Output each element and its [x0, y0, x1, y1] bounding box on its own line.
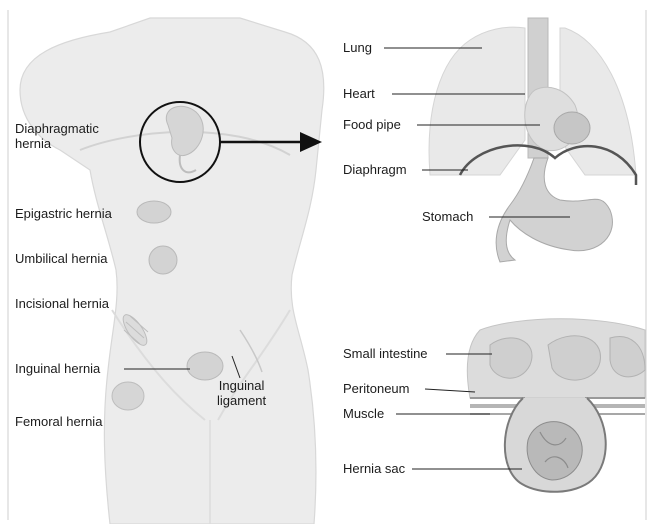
label-epigastric-hernia: Epigastric hernia — [15, 206, 112, 221]
inguinal-bulge — [187, 352, 223, 380]
herniated-loop — [527, 422, 582, 480]
intestine-figure — [396, 319, 645, 492]
label-diaphragmatic-line1: Diaphragmatic — [15, 121, 99, 136]
label-diaphragmatic-line2: hernia — [15, 136, 51, 151]
label-peritoneum: Peritoneum — [343, 381, 409, 396]
label-femoral-hernia: Femoral hernia — [15, 414, 102, 429]
label-umbilical-hernia: Umbilical hernia — [15, 251, 107, 266]
label-hernia-sac: Hernia sac — [343, 461, 405, 476]
label-inguinal-ligament-line1: Inguinal — [219, 378, 265, 393]
label-lung: Lung — [343, 40, 372, 55]
label-muscle: Muscle — [343, 406, 384, 421]
epigastric-bulge — [137, 201, 171, 223]
umbilical-bulge — [149, 246, 177, 274]
peritoneum-leader — [425, 389, 475, 392]
label-heart: Heart — [343, 86, 375, 101]
label-stomach: Stomach — [422, 209, 473, 224]
femoral-bulge — [112, 382, 144, 410]
intestine-loop-2 — [548, 336, 600, 380]
label-food-pipe: Food pipe — [343, 117, 401, 132]
label-small-intestine: Small intestine — [343, 346, 428, 361]
label-inguinal-ligament-line2: ligament — [217, 393, 266, 408]
label-inguinal-hernia: Inguinal hernia — [15, 361, 100, 376]
label-diaphragmatic-hernia: Diaphragmatic hernia — [15, 121, 99, 151]
left-lung — [429, 27, 525, 175]
label-inguinal-ligament: Inguinal ligament — [217, 378, 266, 408]
label-incisional-hernia: Incisional hernia — [15, 296, 109, 311]
torso-figure — [20, 18, 324, 524]
chest-figure — [384, 18, 636, 262]
label-diaphragm: Diaphragm — [343, 162, 407, 177]
hiatal-pouch — [554, 112, 590, 144]
